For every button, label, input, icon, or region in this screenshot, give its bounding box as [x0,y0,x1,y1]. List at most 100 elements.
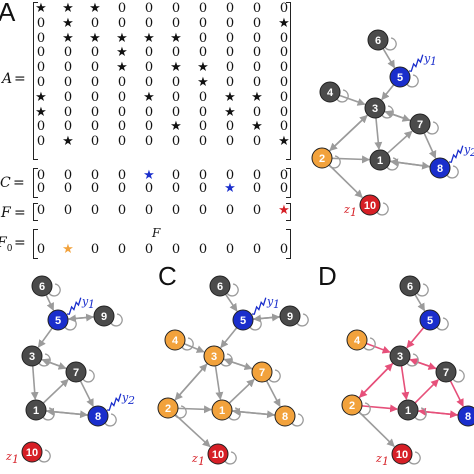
matrix-a-row-9-cell: 0 [90,134,100,150]
self-loop-5 [436,317,449,331]
matrix-a-row-6-cell: ★ [251,89,263,105]
matrix-a-row-3-cell: 0 [63,45,73,61]
edge-2-3 [328,114,368,152]
edge-2-10 [328,164,363,199]
edge-5-3 [406,327,425,349]
matrix-a-row-5-cell: 0 [90,75,100,90]
matrix-a-row-5-cell: 0 [144,75,154,90]
node-10-label: 10 [212,449,224,461]
matrix-a-row-7-cell: ★ [35,104,47,120]
matrix-a-row-6-cell: 0 [279,89,289,105]
matrix-a-row-8-cell: 0 [90,119,100,135]
node-10 [359,194,381,216]
input-sub-z1: 1 [350,206,357,219]
matrix-f-bracket-right [286,203,291,221]
matrix-a-row-7-cell: 0 [90,104,100,120]
node-10-label: 10 [396,449,408,461]
node-5 [47,309,69,331]
matrix-a-row-0-cell: 0 [198,1,208,16]
matrix-a-row-5-cell: 0 [171,75,181,90]
node-9-label: 9 [287,311,293,323]
matrix-a-row-7-cell: 0 [171,104,181,120]
matrix-a-row-6-cell: 0 [63,89,73,105]
self-loop-1 [386,157,399,171]
matrix-a-row-4-cell: 0 [279,60,289,76]
output-sub-y2: 2 [127,394,135,407]
matrix-a-row-0-cell: 0 [144,1,154,16]
matrix-a-row-1-cell: 0 [225,15,235,31]
node-2 [311,147,333,169]
matrix-a-row-2-cell: 0 [252,30,262,46]
self-loop-1 [228,407,241,421]
node-4-label: 4 [327,87,334,99]
self-loop-3 [406,353,419,367]
matrix-a-row-5-cell: 0 [117,75,127,90]
self-loop-2 [358,402,371,416]
node-2 [341,394,363,416]
edge-7-8 [423,132,437,159]
output-sub-y1: 1 [273,298,280,311]
matrix-a-row-8-cell: 0 [279,119,289,135]
node-5 [232,309,254,331]
matrix-c-row-1-cell: ★ [224,181,236,196]
node-10-label: 10 [364,200,376,212]
self-loop-1 [414,407,427,421]
edge-5-3 [37,327,53,348]
matrix-a-row-8-cell: 0 [117,119,127,135]
matrix-f0-row-cell: 0 [144,242,154,257]
edge-3-1 [374,117,383,151]
node-6-label: 6 [39,281,45,293]
node-3-label: 3 [372,103,378,115]
matrix-f-label: F [1,205,11,221]
output-sub-y2: 2 [469,146,474,159]
output-sub-y1: 1 [430,55,437,68]
matrix-c-bracket-left [33,168,38,198]
matrix-a-label: A [2,71,13,87]
node-3-label: 3 [211,351,217,363]
matrix-f0-row-cell: 0 [90,242,100,257]
node-2 [157,397,179,419]
matrix-a-row-8-cell: 0 [198,119,208,135]
matrix-c-row-1-cell: 0 [279,181,289,196]
node-5-label: 5 [427,315,433,327]
matrix-a-row-4-cell: 0 [63,60,73,76]
edge-1-7 [414,379,439,404]
self-loop-5 [64,317,77,331]
edge-6-5 [224,293,238,312]
matrix-a-row-0-cell: ★ [62,1,74,16]
matrix-f-row-cell: 0 [63,203,73,218]
matrix-a-row-6-cell: ★ [143,89,155,105]
node-10-label: 10 [26,447,38,459]
input-label-z1: z [5,450,12,463]
input-label-z1: z [375,452,382,465]
matrix-a-row-1-cell: 0 [144,15,154,31]
node-8 [457,405,474,427]
node-10 [21,441,43,463]
self-loop-10 [224,451,237,465]
edge-2-3 [358,363,394,399]
matrix-a-row-5-cell: 0 [279,75,289,90]
edge-1-8 [389,160,431,170]
node-3-label: 3 [29,351,35,363]
matrix-a-row-8-cell: ★ [170,119,182,135]
matrix-a-row-6-cell: 0 [117,89,127,105]
matrix-a-row-0-cell: 0 [171,1,181,16]
self-loop-2 [328,155,341,169]
self-loop-4 [363,337,376,351]
matrix-f0-label-main: F [0,235,7,251]
matrix-a-row-9-cell: ★ [278,134,290,150]
matrix-c-row-0-cell: 0 [36,168,46,183]
matrix-c-row-0-cell: 0 [171,168,181,183]
edge-2-1 [177,405,213,414]
matrix-a-row-1-cell: ★ [278,15,290,31]
matrix-a-row-6-cell: 0 [198,89,208,105]
output-squiggle-y2 [106,393,122,411]
matrix-c-equals: = [13,175,25,191]
node-7-label: 7 [73,367,79,379]
matrix-a-row-9-cell: 0 [117,134,127,150]
edge-3-1 [30,365,39,401]
edge-3-7 [384,110,411,122]
matrix-a-row-3-cell: 0 [225,45,235,61]
edge-1-7 [228,378,255,404]
node-6-label: 6 [375,35,381,47]
